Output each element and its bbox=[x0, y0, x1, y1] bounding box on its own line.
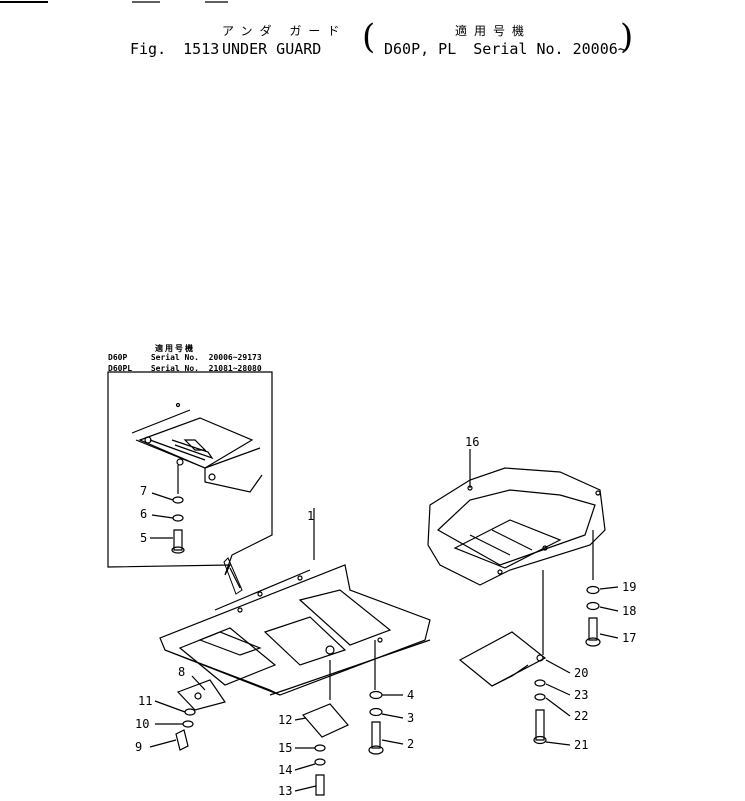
inset-row-1-model: D60P bbox=[108, 353, 128, 362]
callout-22: 22 bbox=[574, 709, 588, 723]
callout-20: 20 bbox=[574, 666, 588, 680]
callout-2: 2 bbox=[407, 737, 414, 751]
plate-12 bbox=[301, 703, 349, 738]
callout-6: 6 bbox=[140, 507, 147, 521]
main-under-guard bbox=[159, 508, 431, 700]
left-paren: ( bbox=[362, 17, 376, 57]
inset-guard-detail bbox=[131, 402, 263, 554]
callout-8: 8 bbox=[178, 665, 185, 679]
applicability-models: D60P, PL Serial No. 20006~ bbox=[384, 40, 627, 58]
inset-applicability-japanese: 適用号機 bbox=[155, 344, 195, 353]
callout-3: 3 bbox=[407, 711, 414, 725]
figure-label: Fig. 1513 bbox=[130, 40, 219, 58]
callout-14: 14 bbox=[278, 763, 292, 777]
models: D60P, PL bbox=[384, 40, 457, 58]
fig-label: Fig. bbox=[130, 40, 167, 58]
inset-row-1: D60P Serial No. 20006~29173 bbox=[108, 353, 262, 362]
callout-19: 19 bbox=[622, 580, 636, 594]
callout-23: 23 bbox=[574, 688, 588, 702]
callout-18: 18 bbox=[622, 604, 636, 618]
callout-1: 1 bbox=[307, 509, 314, 523]
callout-5: 5 bbox=[140, 531, 147, 545]
title-japanese: アンダ ガード bbox=[222, 24, 347, 38]
callout-4: 4 bbox=[407, 688, 414, 702]
inset-frame bbox=[107, 371, 273, 576]
inset-row-1-range: 20006~29173 bbox=[208, 353, 262, 362]
callout-7: 7 bbox=[140, 484, 147, 498]
callout-15: 15 bbox=[278, 741, 292, 755]
callout-10: 10 bbox=[135, 717, 149, 731]
inset-row-1-label: Serial No. bbox=[150, 353, 199, 362]
serial: Serial No. 20006~ bbox=[473, 40, 627, 58]
callout-11: 11 bbox=[138, 694, 152, 708]
inset-row-2: D60PL Serial No. 21081~28080 bbox=[108, 364, 262, 373]
upper-guard bbox=[427, 449, 606, 655]
inset-row-2-label: Serial No. bbox=[150, 364, 199, 373]
figure-title: UNDER GUARD bbox=[222, 40, 322, 58]
callout-17: 17 bbox=[622, 631, 636, 645]
inset-row-2-range: 21081~28080 bbox=[208, 364, 262, 373]
callout-21: 21 bbox=[574, 738, 588, 752]
inset-arrow bbox=[223, 557, 243, 595]
callout-12: 12 bbox=[278, 713, 292, 727]
plate-20 bbox=[458, 631, 547, 687]
right-paren: ) bbox=[620, 17, 634, 57]
applicability-japanese: 適用号機 bbox=[455, 24, 532, 38]
callout-9: 9 bbox=[135, 740, 142, 754]
bracket-left bbox=[176, 679, 226, 711]
inset-row-2-model: D60PL bbox=[108, 364, 133, 373]
callout-16: 16 bbox=[465, 435, 479, 449]
fig-number: 1513 bbox=[183, 40, 220, 58]
callout-13: 13 bbox=[278, 784, 292, 798]
